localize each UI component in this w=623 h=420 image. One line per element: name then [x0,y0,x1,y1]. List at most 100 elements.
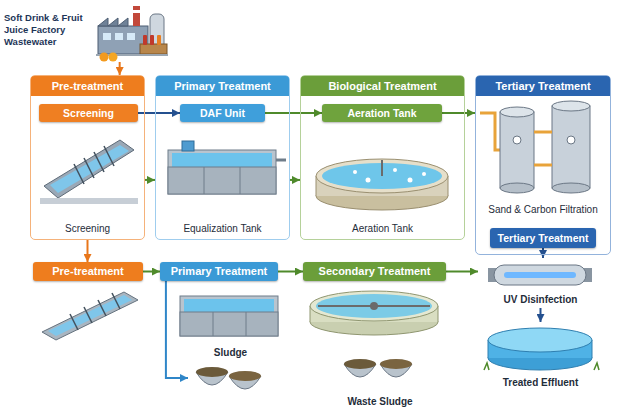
flow-arrow [119,62,121,75]
caption-text: UV Disinfection [478,294,603,306]
effluent-pool-illustration [488,340,489,358]
factory-illustration [103,33,111,40]
equalization-tank-illustration [172,153,272,167]
screening-illustration [74,164,84,184]
primary-tank-illustration [180,296,278,336]
aeration-tank-illustration [448,176,449,196]
screening-illustration [40,198,138,204]
sludge-bowls-illustration [229,371,261,381]
stage-panel: Primary TreatmentEqualization TankDAF Un… [155,75,290,240]
filter-tanks-illustration [552,101,590,111]
flow-arrow [143,271,160,273]
panel-heading: Tertiary Treatment [476,76,610,96]
caption-text: Waste Sludge [335,396,425,408]
equalization-tank-illustration [204,167,205,194]
stage-header: Secondary Treatment [303,262,446,281]
sludge-bowls-illustration [196,367,261,389]
uv-reactor-illustration [504,272,576,278]
unit-figure: Treated Effluent [478,322,603,392]
uv-reactor-illustration [488,265,592,285]
screening-illustration [94,152,104,172]
equalization-tank-illustration [240,167,241,194]
screening-illustration [104,146,114,166]
filter-tanks-illustration [552,106,590,188]
flow-arrow [542,248,544,258]
equalization-tank-illustration [276,159,286,162]
clarifier-illustration [310,291,438,335]
flow-arrow [442,112,475,114]
stage-panel: Biological TreatmentAeration TankAeratio… [300,75,465,240]
caption-text: Sand & Carbon Filtration [476,204,610,216]
box-label: Primary Treatment [171,266,268,277]
factory-illustration [127,33,135,40]
source-label: Soft Drink & Fruit Juice Factory Wastewa… [4,6,169,62]
unit-figure: Waste Sludge [335,352,425,410]
equalization-tank-illustration [168,150,276,194]
screening-illustration [40,140,138,204]
filter-tanks-illustration [567,136,575,144]
factory-illustration [133,6,140,26]
process-box: DAF Unit [180,104,265,122]
filter-tanks-illustration [534,164,552,167]
stage-header: Pre-treatment [33,262,143,281]
flow-arrow [446,271,478,273]
effluent-pool-illustration [592,340,593,358]
flow-arrow [290,179,300,181]
factory-illustration [98,18,128,26]
factory-illustration [100,53,109,62]
flow-arrow [278,271,303,273]
box-label: Secondary Treatment [319,266,431,277]
sludge-bowls-illustration [196,367,228,377]
factory-illustration [157,35,161,45]
aeration-tank-illustration [422,172,426,176]
factory-illustration [115,33,123,40]
box-label: Tertiary Treatment [498,233,589,244]
panel-heading: Pre-treatment [31,76,144,96]
flow-arrow [145,179,155,181]
uv-reactor-illustration [494,265,586,285]
screening-illustration [84,158,94,178]
process-box: Aeration Tank [322,104,442,122]
waste-sludge-illustration [344,359,376,369]
clarifier-illustration [370,302,378,310]
equalization-tank-illustration [182,141,194,151]
caption-text: Equalization Tank [156,223,289,235]
aeration-tank-illustration [353,170,357,174]
screen-ramp-illustration [98,300,106,316]
screen-ramp-illustration [70,314,78,330]
filter-tanks-illustration [513,136,521,144]
factory-illustration [143,35,147,45]
source-text: Soft Drink & Fruit Juice Factory Wastewa… [4,12,96,48]
clarifier-illustration [310,291,438,321]
factory-illustration [140,44,167,54]
aeration-tank-illustration [408,178,413,183]
aeration-tank-illustration [393,168,397,172]
box-label: Aeration Tank [347,108,416,119]
waste-sludge-illustration [380,359,412,369]
factory-illustration [133,10,140,13]
aeration-tank-illustration [316,159,448,193]
primary-tank-illustration [180,312,278,336]
filter-tanks-illustration [500,183,534,193]
stage-panel: Pre-treatmentScreeningScreening [30,75,145,240]
screen-ramp-illustration [84,307,92,323]
unit-figure: Sludge [188,345,273,405]
waste-sludge-illustration [344,359,412,377]
stage-panel: Tertiary TreatmentSand & Carbon Filtrati… [475,75,611,255]
screening-illustration [44,140,134,198]
caption-text: Screening [31,223,144,235]
primary-tank-illustration [180,296,278,336]
unit-figure: UV Disinfection [478,258,603,308]
screening-illustration [50,145,129,193]
panel-heading: Biological Treatment [301,76,464,96]
factory-illustration [96,6,168,62]
box-label: Screening [63,108,114,119]
effluent-pool-illustration [488,328,592,352]
process-box: Screening [39,104,138,122]
filter-tanks-illustration [552,183,590,193]
process-box: Tertiary Treatment [490,228,596,248]
flow-arrow [265,112,322,114]
primary-tank-illustration [246,312,247,336]
filter-tanks-illustration [534,131,552,134]
